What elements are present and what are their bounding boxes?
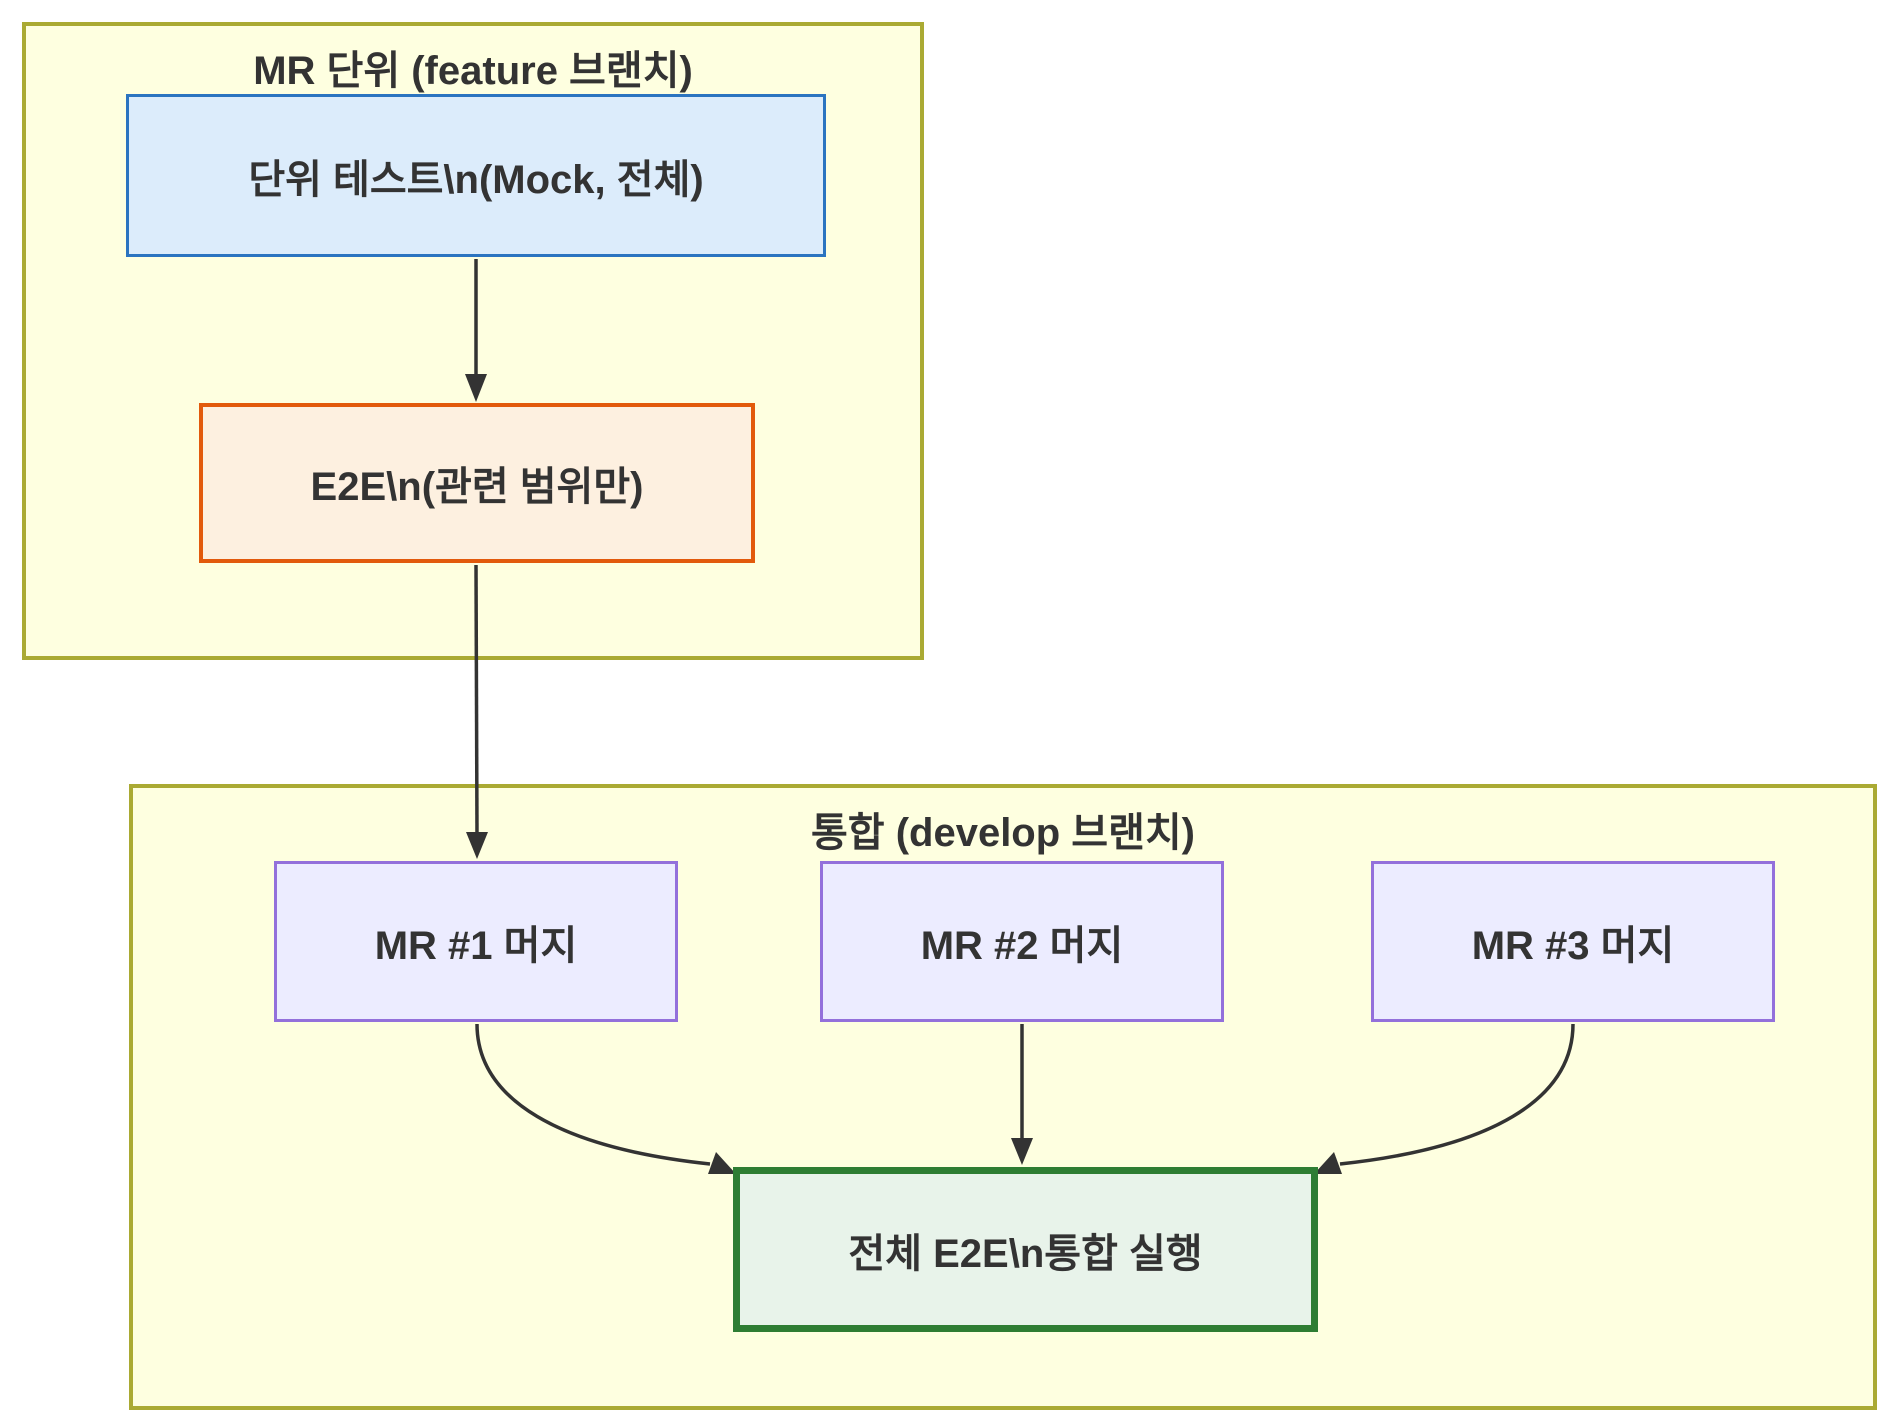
subgraph-mr-unit-title: MR 단위 (feature 브랜치): [253, 49, 693, 93]
node-e2e-scoped: E2E\n(관련 범위만): [199, 403, 755, 563]
node-unit-test: 단위 테스트\n(Mock, 전체): [126, 94, 826, 257]
subgraph-integration-title: 통합 (develop 브랜치): [810, 811, 1196, 855]
node-mr1-merge: MR #1 머지: [274, 861, 678, 1022]
node-mr3-merge: MR #3 머지: [1371, 861, 1775, 1022]
node-mr2-merge: MR #2 머지: [820, 861, 1224, 1022]
node-full-e2e-run: 전체 E2E\n통합 실행: [733, 1167, 1318, 1332]
